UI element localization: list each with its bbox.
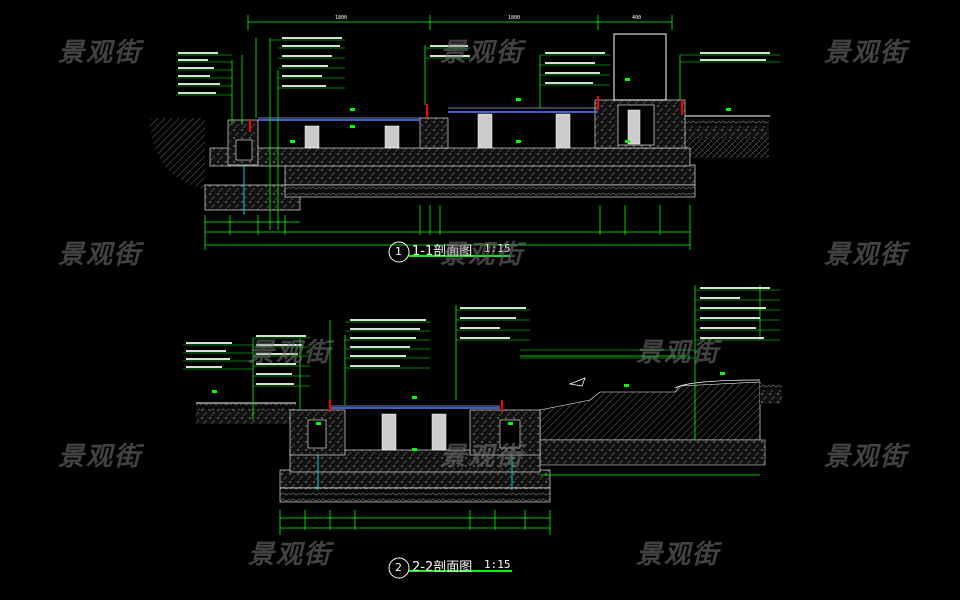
section-2-title: 2-2剖面图 bbox=[412, 560, 473, 575]
section-1-number: 1 bbox=[395, 245, 402, 258]
watermark: 景观街 bbox=[636, 540, 721, 570]
watermark: 景观街 bbox=[824, 240, 909, 270]
watermark: 景观街 bbox=[440, 442, 525, 472]
section-2-drawing bbox=[183, 285, 782, 535]
watermark: 景观街 bbox=[824, 442, 909, 472]
section-1-scale: 1:15 bbox=[484, 242, 511, 255]
svg-text:400: 400 bbox=[632, 15, 641, 21]
watermark: 景观街 bbox=[58, 442, 143, 472]
svg-text:1800: 1800 bbox=[508, 15, 520, 21]
svg-text:1800: 1800 bbox=[335, 15, 347, 21]
section-2-marker bbox=[388, 557, 512, 579]
section-1-drawing: 1800 1800 400 bbox=[150, 15, 780, 250]
watermark: 景观街 bbox=[248, 338, 333, 368]
watermark: 景观街 bbox=[440, 240, 525, 270]
watermark: 景观街 bbox=[824, 38, 909, 68]
section-1-title: 1-1剖面图 bbox=[412, 244, 473, 259]
watermark: 景观街 bbox=[440, 38, 525, 68]
watermark: 景观街 bbox=[58, 38, 143, 68]
watermark: 景观街 bbox=[248, 540, 333, 570]
watermark: 景观街 bbox=[636, 338, 721, 368]
section-2-scale: 1:15 bbox=[484, 558, 511, 571]
section-1-marker bbox=[388, 241, 510, 263]
section-2-number: 2 bbox=[395, 561, 402, 574]
watermark: 景观街 bbox=[58, 240, 143, 270]
